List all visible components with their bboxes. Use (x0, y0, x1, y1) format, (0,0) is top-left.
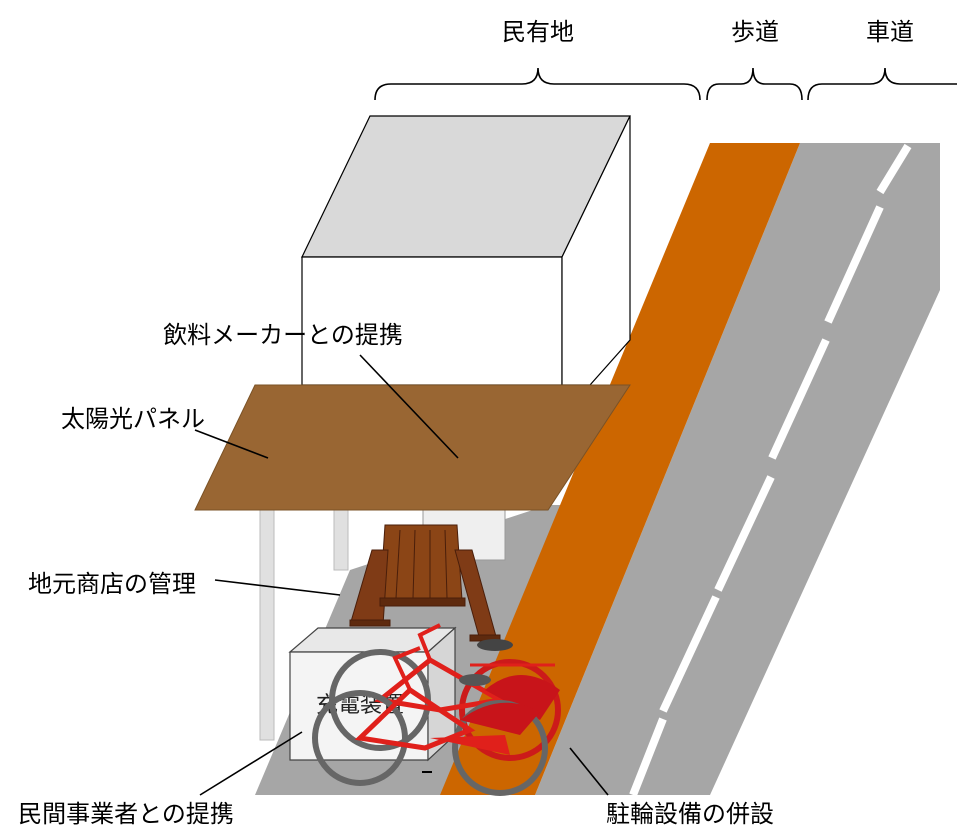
label-private-operator: 民間事業者との提携 (18, 800, 234, 828)
leader-drink-maker (359, 354, 459, 459)
panel-post-left (259, 509, 275, 741)
brace-sidewalk (706, 67, 803, 101)
building (301, 115, 631, 386)
leader-private-operator (199, 731, 303, 796)
zone-label-roadway: 車道 (866, 18, 914, 46)
zone-label-private-land: 民有地 (502, 18, 574, 46)
sidewalk (440, 143, 800, 795)
charging-unit (288, 626, 457, 762)
bench-table (349, 524, 501, 642)
label-drink-maker: 飲料メーカーとの提携 (163, 321, 403, 349)
leader-local-shop (214, 579, 341, 596)
bicycle-front (312, 646, 548, 796)
zone-label-sidewalk: 歩道 (731, 18, 779, 46)
lane-dashes (629, 143, 912, 797)
brace-private-land (374, 67, 701, 101)
panel-post-mid (333, 509, 349, 571)
leader-solar-panel (194, 429, 269, 459)
brace-roadway (807, 67, 957, 101)
label-local-shop: 地元商店の管理 (28, 570, 196, 598)
solar-panel (194, 384, 631, 511)
label-bicycle-parking: 駐輪設備の併設 (606, 800, 774, 828)
label-solar-panel: 太陽光パネル (61, 405, 205, 433)
leader-bicycle-parking (569, 747, 609, 796)
